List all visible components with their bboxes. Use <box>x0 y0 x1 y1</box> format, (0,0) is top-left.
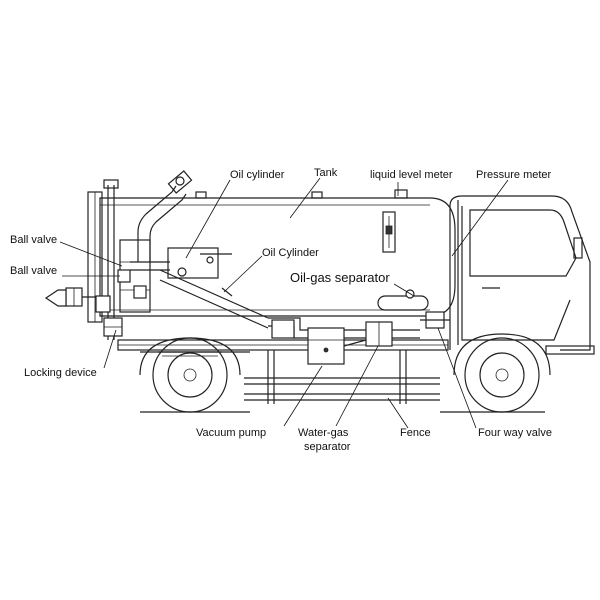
liquid-level-meter <box>382 211 396 253</box>
label-oil-gas-separator: Oil-gas separator <box>290 270 390 285</box>
front-wheel <box>453 333 551 413</box>
label-fence: Fence <box>400 427 431 439</box>
top-pipe <box>137 170 193 262</box>
diagram-labels: Oil cylinder Tank liquid level meter Pre… <box>10 167 552 453</box>
label-oil-cylinder-mid: Oil Cylinder <box>262 247 319 259</box>
label-pressure-meter: Pressure meter <box>476 169 552 181</box>
label-four-way-valve: Four way valve <box>478 427 552 439</box>
truck-cab <box>449 195 595 355</box>
label-tank: Tank <box>314 167 338 179</box>
leader-lines <box>59 177 509 429</box>
leaf-spring <box>158 351 222 357</box>
label-water-gas-separator-1: Water-gas <box>298 427 349 439</box>
label-vacuum-pump: Vacuum pump <box>196 427 266 439</box>
rear-wheel <box>139 337 241 413</box>
side-fence <box>244 350 440 404</box>
label-water-gas-separator-2: separator <box>304 441 351 453</box>
label-locking-device: Locking device <box>24 367 97 379</box>
label-ball-valve-1: Ball valve <box>10 234 57 246</box>
rear-valves <box>44 269 147 337</box>
tank-body <box>87 189 456 323</box>
label-ball-valve-2: Ball valve <box>10 265 57 277</box>
oil-cylinder-arms <box>130 247 269 329</box>
chassis-pipework <box>268 289 450 365</box>
label-oil-cylinder-top: Oil cylinder <box>230 169 285 181</box>
label-liquid-level-meter: liquid level meter <box>370 169 453 181</box>
